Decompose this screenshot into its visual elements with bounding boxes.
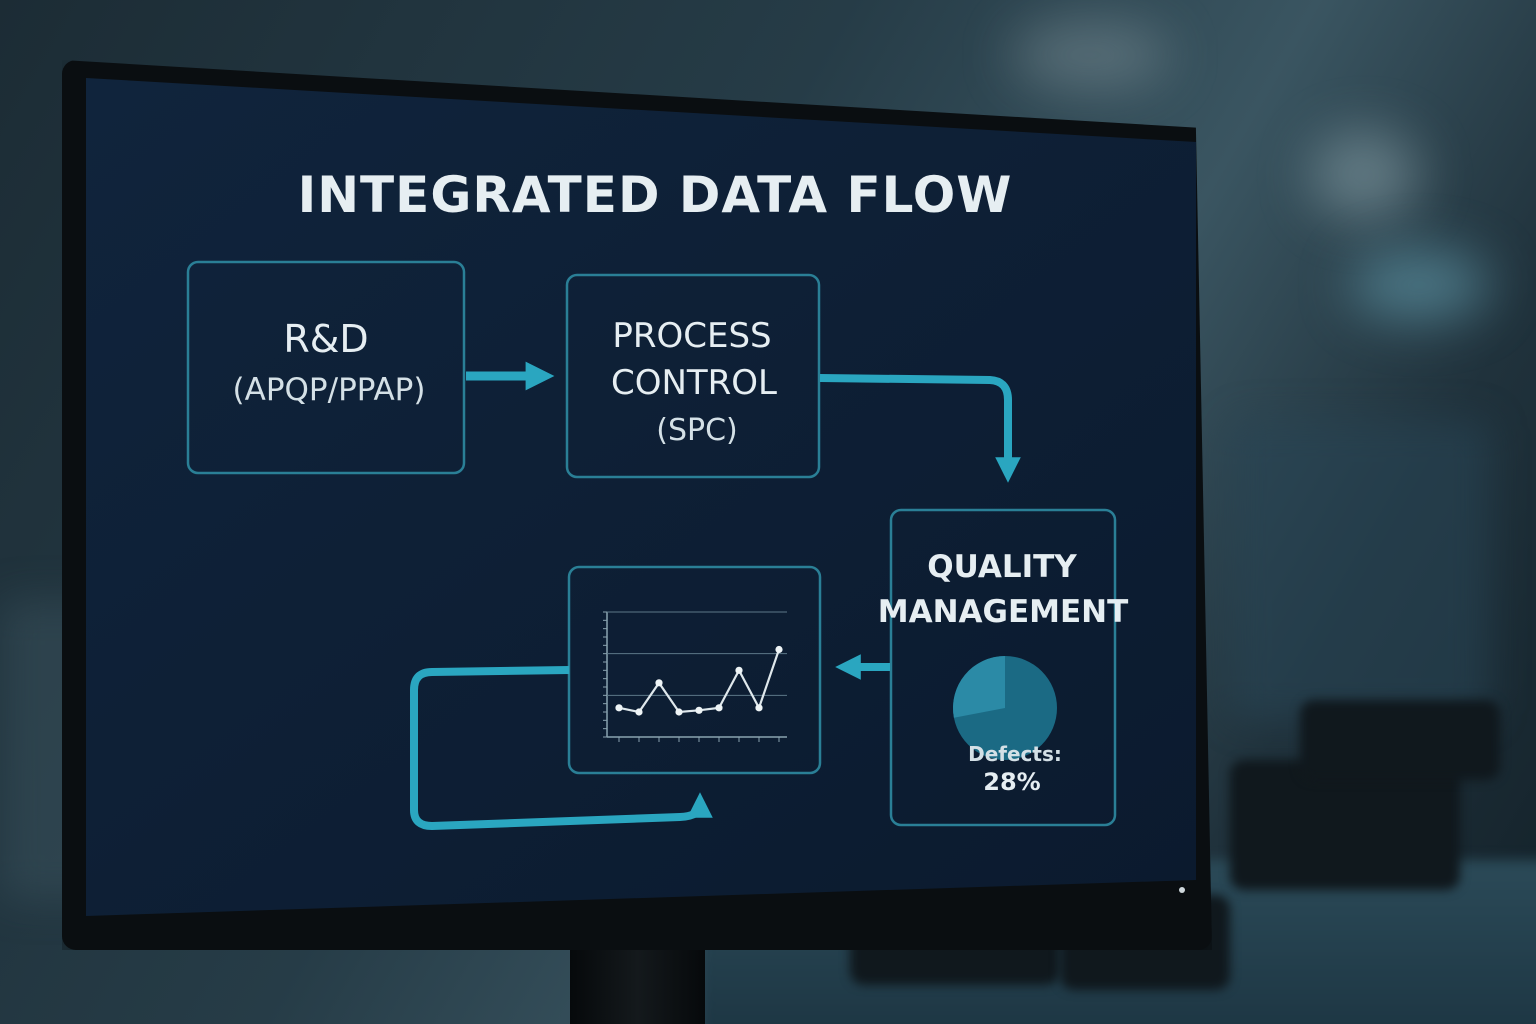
machine-part (1230, 760, 1460, 890)
node-quality-line1: QUALITY (927, 549, 1077, 585)
defects-pie-chart (953, 656, 1057, 760)
chart-data-point (755, 704, 763, 712)
node-rd-frame (186, 260, 466, 475)
chart-data-point (615, 704, 623, 712)
node-quality-management: QUALITY MANAGEMENT Defects: 28% (878, 508, 1129, 827)
defects-value: 28% (983, 768, 1040, 796)
arrow-process-to-quality (819, 374, 1021, 483)
background-light (1010, 20, 1170, 90)
machine-part (1300, 700, 1500, 780)
node-process-line2: CONTROL (611, 363, 777, 403)
screen-surface (86, 78, 1196, 916)
chart-data-point (635, 708, 643, 716)
arrow-chart-loop (410, 666, 713, 831)
node-quality-frame (889, 508, 1117, 827)
defects-label: Defects: (968, 742, 1062, 766)
chart-data-point (695, 706, 703, 714)
node-quality-line2: MANAGEMENT (878, 594, 1129, 630)
node-rd: R&D (APQP/PPAP) (186, 260, 466, 475)
chart-data-point (675, 708, 683, 716)
node-rd-title: R&D (283, 317, 368, 361)
diagram-title: INTEGRATED DATA FLOW (298, 166, 1013, 224)
node-process-line1: PROCESS (612, 316, 771, 356)
background-light (1310, 130, 1420, 220)
node-process-line3: (SPC) (656, 413, 738, 448)
chart-data-point (715, 704, 723, 712)
power-led (1179, 887, 1185, 893)
node-process-frame (565, 273, 821, 479)
background-light (1350, 250, 1490, 320)
node-process-control: PROCESS CONTROL (SPC) (565, 273, 821, 479)
chart-data-point (775, 645, 783, 654)
background-machine (1230, 420, 1490, 720)
pie-slice-defects (953, 656, 1005, 718)
chart-data-point (655, 679, 663, 687)
node-rd-subtitle: (APQP/PPAP) (233, 372, 426, 408)
chart-data-point (735, 666, 743, 674)
spc-line-chart (603, 611, 787, 742)
